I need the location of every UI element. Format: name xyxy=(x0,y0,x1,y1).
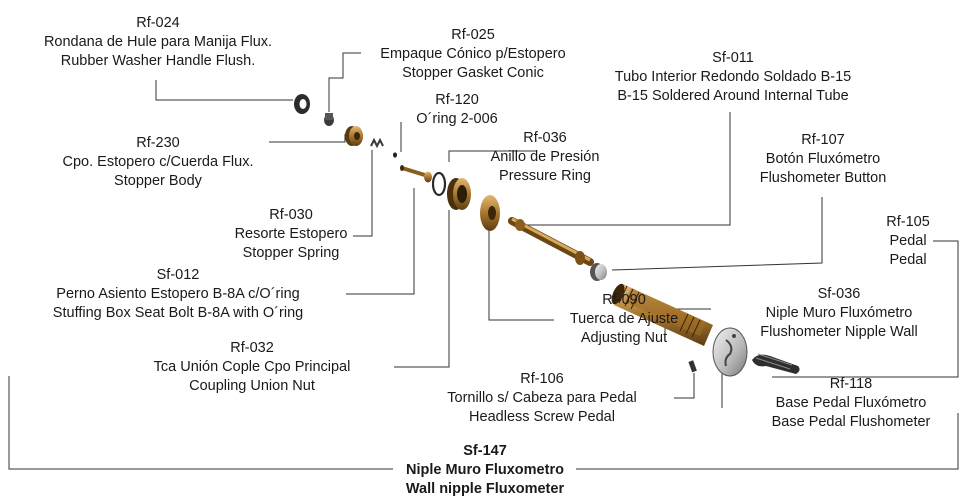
part-name-en: Pedal xyxy=(889,252,927,268)
label-rf106: Rf-106 Tornillo s/ Cabeza para Pedal Hea… xyxy=(447,370,636,427)
pressure-ring-part xyxy=(431,171,447,197)
part-code: Rf-025 xyxy=(451,27,495,43)
label-rf030: Rf-030 Resorte Estopero Stopper Spring xyxy=(235,206,348,263)
part-code: Rf-107 xyxy=(801,132,845,148)
part-code: Rf-118 xyxy=(829,376,873,392)
stopper-spring-part xyxy=(370,137,384,149)
part-name-es: Tornillo s/ Cabeza para Pedal xyxy=(447,390,637,406)
label-rf118: Rf-118 Base Pedal Fluxómetro Base Pedal … xyxy=(772,375,931,432)
seat-bolt-part xyxy=(400,165,432,183)
part-name-en: B-15 Soldered Around Internal Tube xyxy=(617,88,849,104)
label-rf090: Rf-090 Tuerca de Ajuste Adjusting Nut xyxy=(570,291,678,348)
part-name-en: Stopper Spring xyxy=(242,245,340,261)
part-code: Rf-120 xyxy=(435,92,479,108)
part-code: Rf-090 xyxy=(602,292,646,308)
pedal-part xyxy=(752,353,800,374)
conic-gasket-part xyxy=(324,113,334,126)
label-sf012: Sf-012 Perno Asiento Estopero B-8A c/O´r… xyxy=(53,266,303,323)
part-name-es: Empaque Cónico p/Estopero xyxy=(380,46,566,62)
part-name-es: Cpo. Estopero c/Cuerda Flux. xyxy=(62,154,254,170)
part-code: Rf-024 xyxy=(136,15,180,31)
flushometer-button-part xyxy=(590,263,607,281)
part-name-es: Tuerca de Ajuste xyxy=(569,311,679,327)
part-name-en: Headless Screw Pedal xyxy=(469,409,615,425)
nipple-wall-part xyxy=(611,283,713,346)
part-name-es: Tubo Interior Redondo Soldado B-15 xyxy=(614,69,852,85)
part-name-es: Pedal xyxy=(889,233,927,249)
label-sf036: Sf-036 Niple Muro Fluxómetro Flushometer… xyxy=(760,285,917,342)
assembly-name-en: Wall nipple Fluxometer xyxy=(405,481,565,497)
part-name-es: Perno Asiento Estopero B-8A c/O´ring xyxy=(56,286,300,302)
part-name-es: Tca Unión Cople Cpo Principal xyxy=(153,359,351,375)
label-rf105: Rf-105 Pedal Pedal xyxy=(886,213,930,270)
part-name-en: Flushometer Nipple Wall xyxy=(760,324,918,340)
leader-lines xyxy=(8,52,959,470)
part-name-en: Flushometer Button xyxy=(759,170,887,186)
part-code: Sf-011 xyxy=(712,50,754,66)
part-name-en: Rubber Washer Handle Flush. xyxy=(60,53,256,69)
label-rf025: Rf-025 Empaque Cónico p/Estopero Stopper… xyxy=(380,26,565,83)
part-name-en: Pressure Ring xyxy=(499,168,591,184)
headless-screw-part xyxy=(688,360,697,373)
label-rf024: Rf-024 Rondana de Hule para Manija Flux.… xyxy=(44,14,272,71)
label-rf036: Rf-036 Anillo de Presión Pressure Ring xyxy=(491,129,600,186)
part-name-en: Stopper Body xyxy=(114,173,202,189)
part-name-en: Adjusting Nut xyxy=(580,330,668,346)
part-code: Rf-106 xyxy=(520,371,564,387)
part-code: Rf-105 xyxy=(886,214,930,230)
part-code: Sf-036 xyxy=(817,286,861,302)
part-code: Rf-030 xyxy=(269,207,313,223)
assembly-name-es: Niple Muro Fluxometro xyxy=(406,462,564,478)
part-name-es: Anillo de Presión xyxy=(490,149,600,165)
part-name-es: Resorte Estopero xyxy=(234,226,348,242)
adjusting-nut-part xyxy=(480,195,500,231)
label-rf120: Rf-120 O´ring 2-006 xyxy=(416,91,497,129)
coupling-union-nut-part xyxy=(447,178,471,210)
assembly-code: Sf-147 xyxy=(463,443,507,459)
label-sf011: Sf-011 Tubo Interior Redondo Soldado B-1… xyxy=(615,49,851,106)
part-name-es: Niple Muro Fluxómetro xyxy=(765,305,913,321)
internal-tube-part xyxy=(508,217,594,266)
o-ring-part xyxy=(393,152,397,158)
stopper-body-part xyxy=(345,126,363,146)
label-rf230: Rf-230 Cpo. Estopero c/Cuerda Flux. Stop… xyxy=(62,134,253,191)
part-name-es: Botón Fluxómetro xyxy=(765,151,881,167)
part-name-es: Base Pedal Fluxómetro xyxy=(775,395,927,411)
part-code: Rf-230 xyxy=(136,135,180,151)
label-rf107: Rf-107 Botón Fluxómetro Flushometer Butt… xyxy=(760,131,887,188)
part-name-en: Coupling Union Nut xyxy=(189,378,315,394)
part-code: Rf-032 xyxy=(230,340,274,356)
part-name-en: Stuffing Box Seat Bolt B-8A with O´ring xyxy=(52,305,304,321)
part-name-en: Base Pedal Flushometer xyxy=(771,414,931,430)
part-code: Sf-012 xyxy=(156,267,200,283)
assembly-title: Sf-147 Niple Muro Fluxometro Wall nipple… xyxy=(406,442,564,499)
part-name-en: Stopper Gasket Conic xyxy=(402,65,544,81)
rubber-washer-part xyxy=(294,94,310,114)
label-rf032: Rf-032 Tca Unión Cople Cpo Principal Cou… xyxy=(154,339,351,396)
part-name-es: O´ring 2-006 xyxy=(416,111,498,127)
base-pedal-part xyxy=(712,327,748,377)
part-code: Rf-036 xyxy=(523,130,567,146)
part-name-es: Rondana de Hule para Manija Flux. xyxy=(43,34,273,50)
